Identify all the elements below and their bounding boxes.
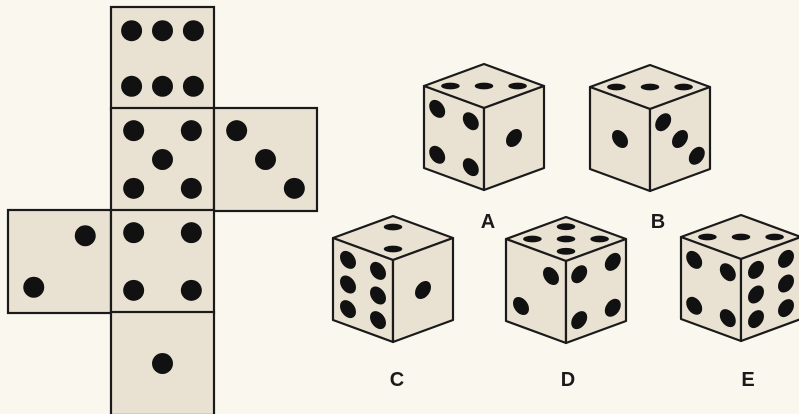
pip [181,120,202,141]
pip [152,76,173,97]
cube-option-c[interactable]: C [333,216,453,391]
pip [152,353,173,374]
pip [123,120,144,141]
option-label-b: B [651,211,665,233]
pip [123,280,144,301]
pip [181,222,202,243]
pip [181,178,202,199]
net-face-right [214,108,317,211]
pip [121,76,142,97]
pip [255,149,276,170]
pip [121,20,142,41]
net-face-center [111,108,214,211]
cube-option-e[interactable]: E [681,215,799,391]
pip [75,225,96,246]
pip [181,280,202,301]
pip [183,20,204,41]
pip [123,178,144,199]
die-net [8,7,317,414]
answer-cubes: A B C D E [333,64,799,391]
pip [226,120,247,141]
cube-option-a[interactable]: A [424,64,544,233]
pip [23,277,44,298]
pip [123,222,144,243]
net-face-top [111,7,214,110]
net-face-left [8,210,111,313]
pip [284,178,305,199]
pip [183,76,204,97]
option-label-d: D [561,369,575,391]
pip [152,149,173,170]
option-label-a: A [481,211,495,233]
net-face-middle-lower [111,210,214,313]
cube-option-d[interactable]: D [506,217,626,391]
option-label-e: E [741,369,754,391]
pip [152,20,173,41]
option-label-c: C [390,369,404,391]
cube-option-b[interactable]: B [590,65,710,233]
net-face-bottom [111,312,214,414]
